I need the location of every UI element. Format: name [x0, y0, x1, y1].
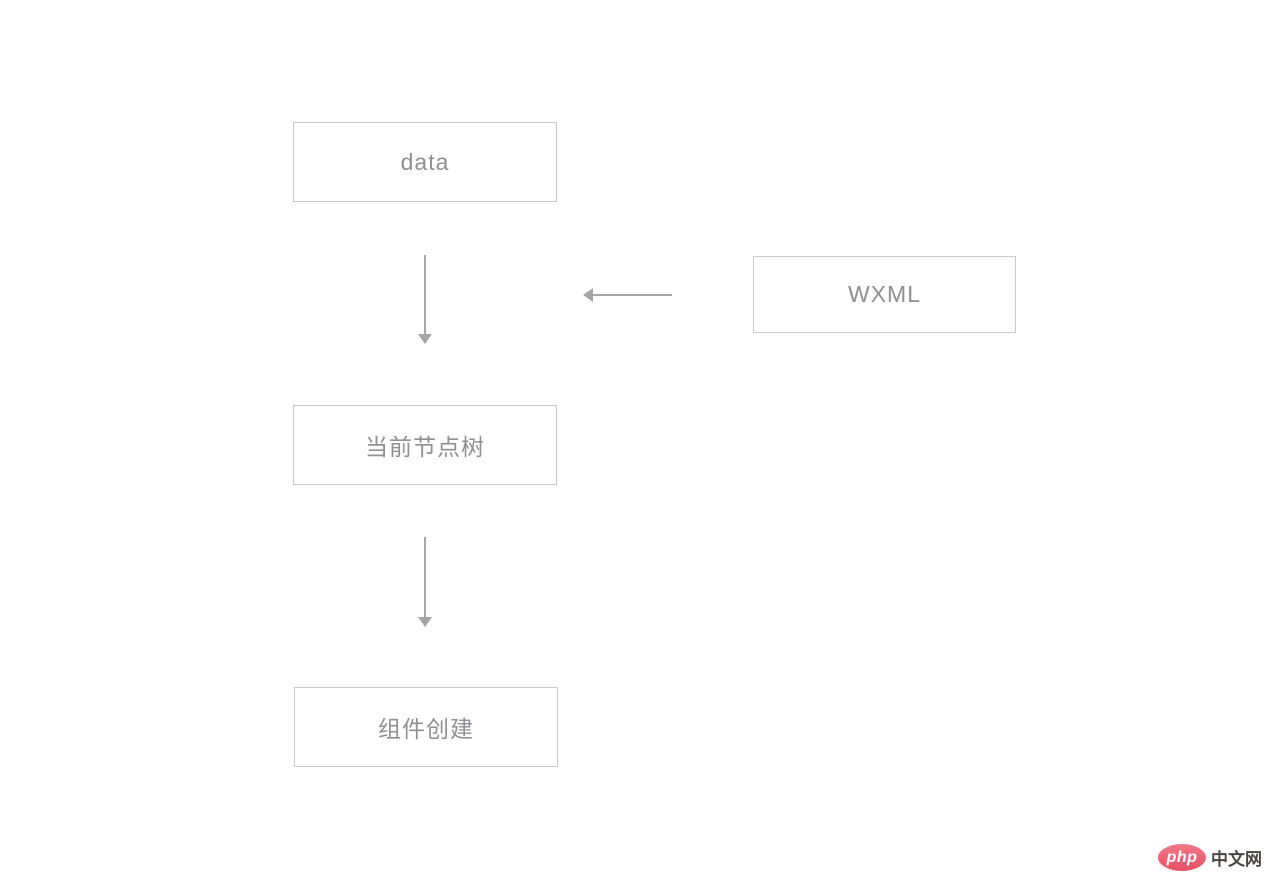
- node-component-create-label: 组件创建: [378, 716, 474, 742]
- php-logo-badge: php: [1158, 844, 1206, 871]
- php-cn-watermark: php 中文网: [1158, 844, 1262, 871]
- php-logo-text: php: [1166, 848, 1198, 866]
- node-current-node-tree-label: 当前节点树: [365, 434, 485, 460]
- node-wxml: WXML: [753, 256, 1016, 333]
- node-wxml-label: WXML: [848, 281, 921, 307]
- node-component-create: 组件创建: [294, 687, 558, 767]
- node-data-label: data: [400, 148, 450, 175]
- node-data: data: [293, 122, 557, 202]
- watermark-site-text: 中文网: [1211, 850, 1262, 869]
- node-current-node-tree: 当前节点树: [293, 405, 557, 485]
